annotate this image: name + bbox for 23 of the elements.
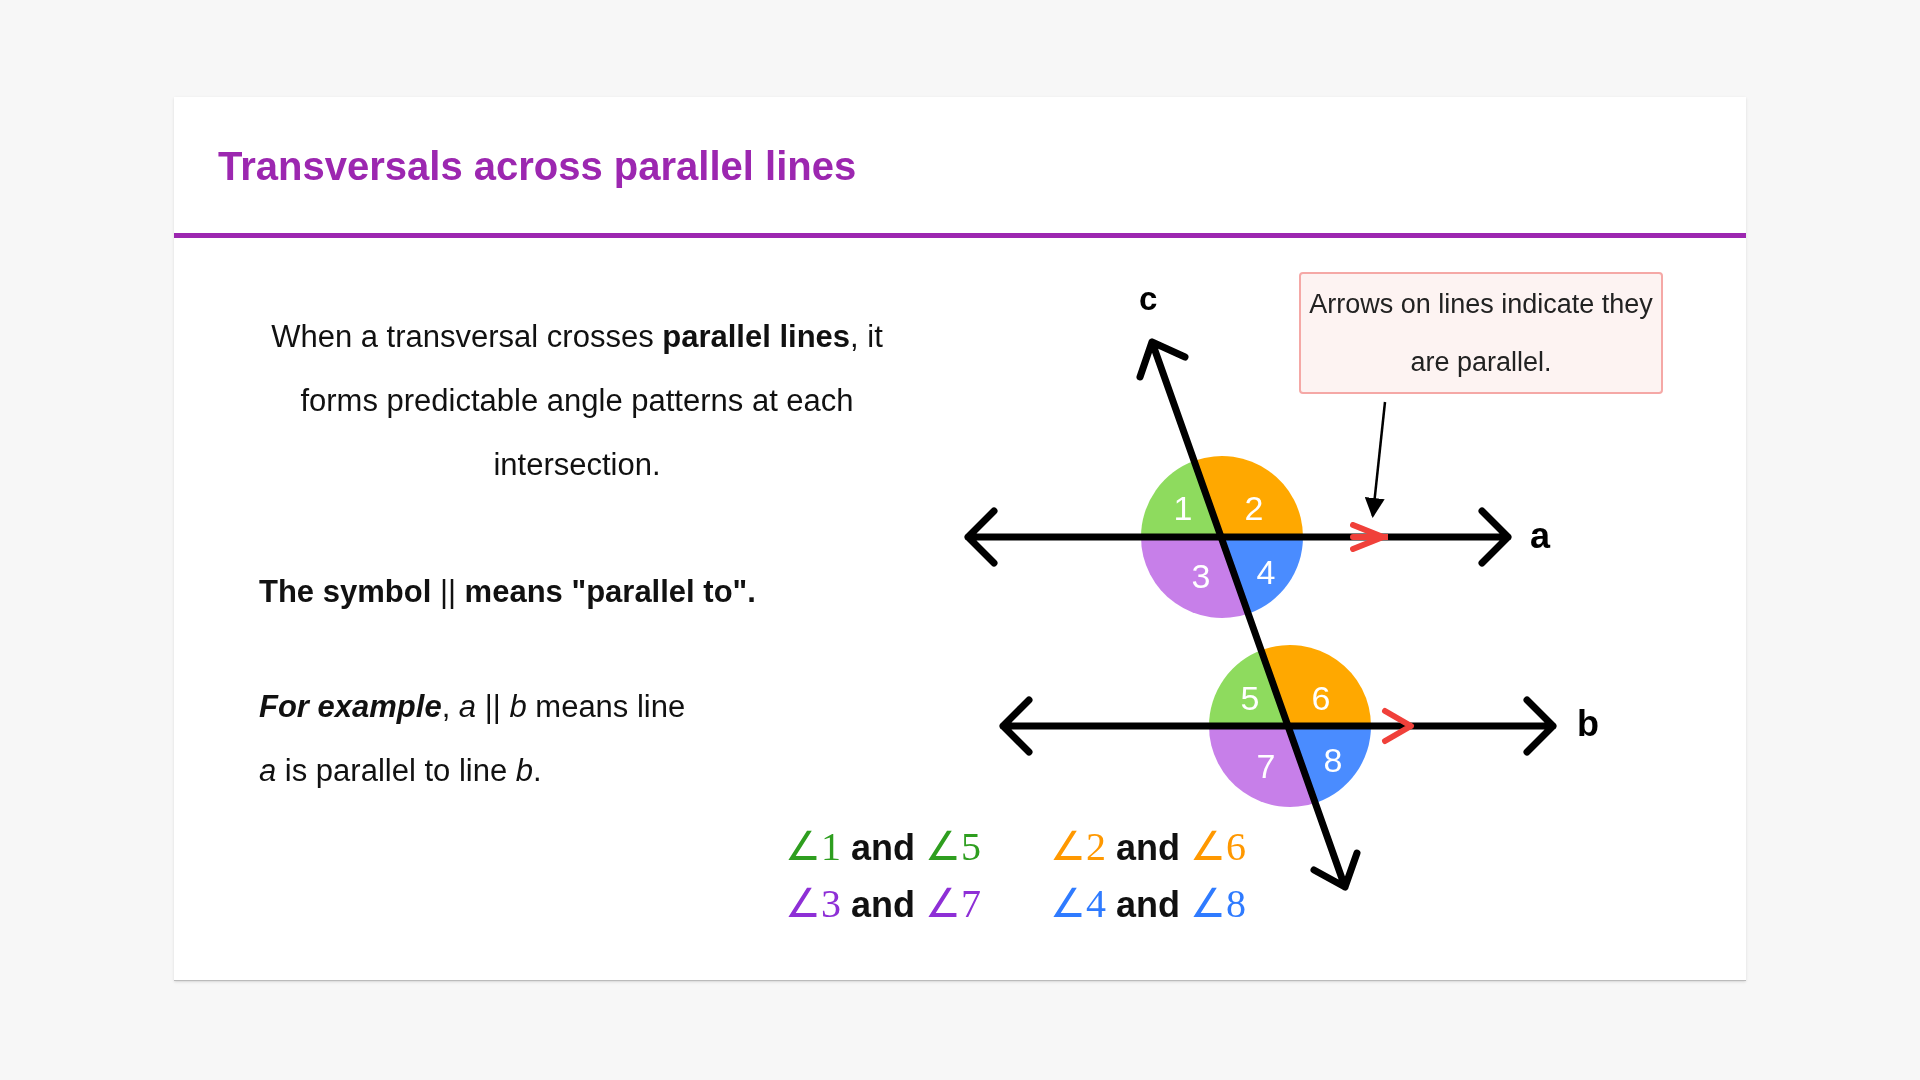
callout-box [1299,272,1663,394]
paragraph: When a transversal crosses parallel lines, it forms predictable angle patterns at each intersection. [270,318,884,484]
line-label: c [1139,282,1158,315]
angle-number: 1 [1173,491,1193,525]
title: Transversals across parallel lines [218,143,857,190]
angle-number: 4 [1256,555,1276,589]
parallel-mark [1350,522,1388,552]
angle-number: 5 [1240,681,1260,715]
leader-arrow [1364,401,1387,518]
angle-number: 6 [1311,681,1331,715]
angle-pair: ∠2 and ∠6 [1050,827,1247,867]
angle-number: 7 [1256,749,1276,783]
angle-pair: ∠4 and ∠8 [1050,884,1247,924]
paragraph: The symbol || means "parallel to". [259,573,756,611]
angle-number: 2 [1244,491,1264,525]
paragraph: For example, a || b means line a is parallel to line b. [259,688,687,790]
callout-text: Arrows on lines indicate they are parallel. [1308,288,1654,379]
angle-number: 3 [1191,559,1211,593]
line-label: b [1577,706,1599,742]
line-label: a [1530,518,1551,554]
angle-pair: ∠1 and ∠5 [785,827,982,867]
angle-number: 8 [1323,743,1343,777]
angle-pair: ∠3 and ∠7 [785,884,982,924]
